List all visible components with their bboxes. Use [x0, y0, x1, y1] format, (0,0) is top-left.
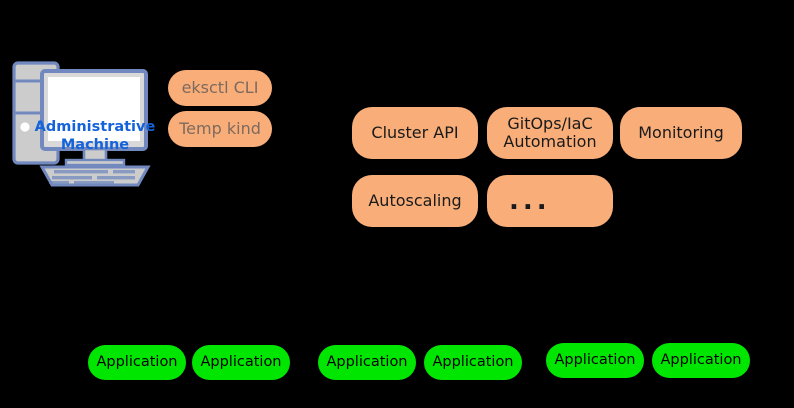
tool-pill-temp-kind-label: Temp kind	[179, 119, 261, 139]
admin-machine-label-line2: Machine	[60, 137, 130, 154]
component-pill-gitops-iac-automation[interactable]: GitOps/IaC Automation	[487, 107, 613, 159]
desktop-computer-icon	[8, 55, 178, 220]
application-pill-label: Application	[554, 352, 636, 369]
application-pill-label: Application	[200, 354, 282, 371]
application-pill[interactable]: Application	[652, 343, 750, 378]
component-pill-gitops-line2: Automation	[503, 132, 597, 151]
tool-pill-eksctl-cli[interactable]: eksctl CLI	[168, 70, 272, 106]
component-pill-ellipsis[interactable]: ...	[487, 175, 613, 227]
application-pill[interactable]: Application	[318, 345, 416, 380]
application-pill-label: Application	[326, 354, 408, 371]
application-pill[interactable]: Application	[546, 343, 644, 378]
application-pill[interactable]: Application	[192, 345, 290, 380]
component-pill-cluster-api[interactable]: Cluster API	[352, 107, 478, 159]
component-pill-autoscaling-label: Autoscaling	[368, 191, 462, 211]
component-pill-autoscaling[interactable]: Autoscaling	[352, 175, 478, 227]
application-pill-label: Application	[660, 352, 742, 369]
application-pill[interactable]: Application	[424, 345, 522, 380]
application-pill[interactable]: Application	[88, 345, 186, 380]
component-pill-gitops-line1: GitOps/IaC	[507, 114, 593, 134]
component-pill-ellipsis-label: ...	[509, 185, 551, 216]
component-pill-monitoring-label: Monitoring	[638, 123, 724, 143]
admin-machine-label: Administrative Machine	[0, 118, 190, 154]
admin-machine-label-line1: Administrative	[34, 119, 156, 135]
tool-pill-temp-kind[interactable]: Temp kind	[168, 111, 272, 147]
tool-pill-eksctl-cli-label: eksctl CLI	[181, 78, 259, 98]
component-pill-cluster-api-label: Cluster API	[371, 123, 459, 143]
application-pill-label: Application	[432, 354, 514, 371]
application-pill-label: Application	[96, 354, 178, 371]
component-pill-monitoring[interactable]: Monitoring	[620, 107, 742, 159]
